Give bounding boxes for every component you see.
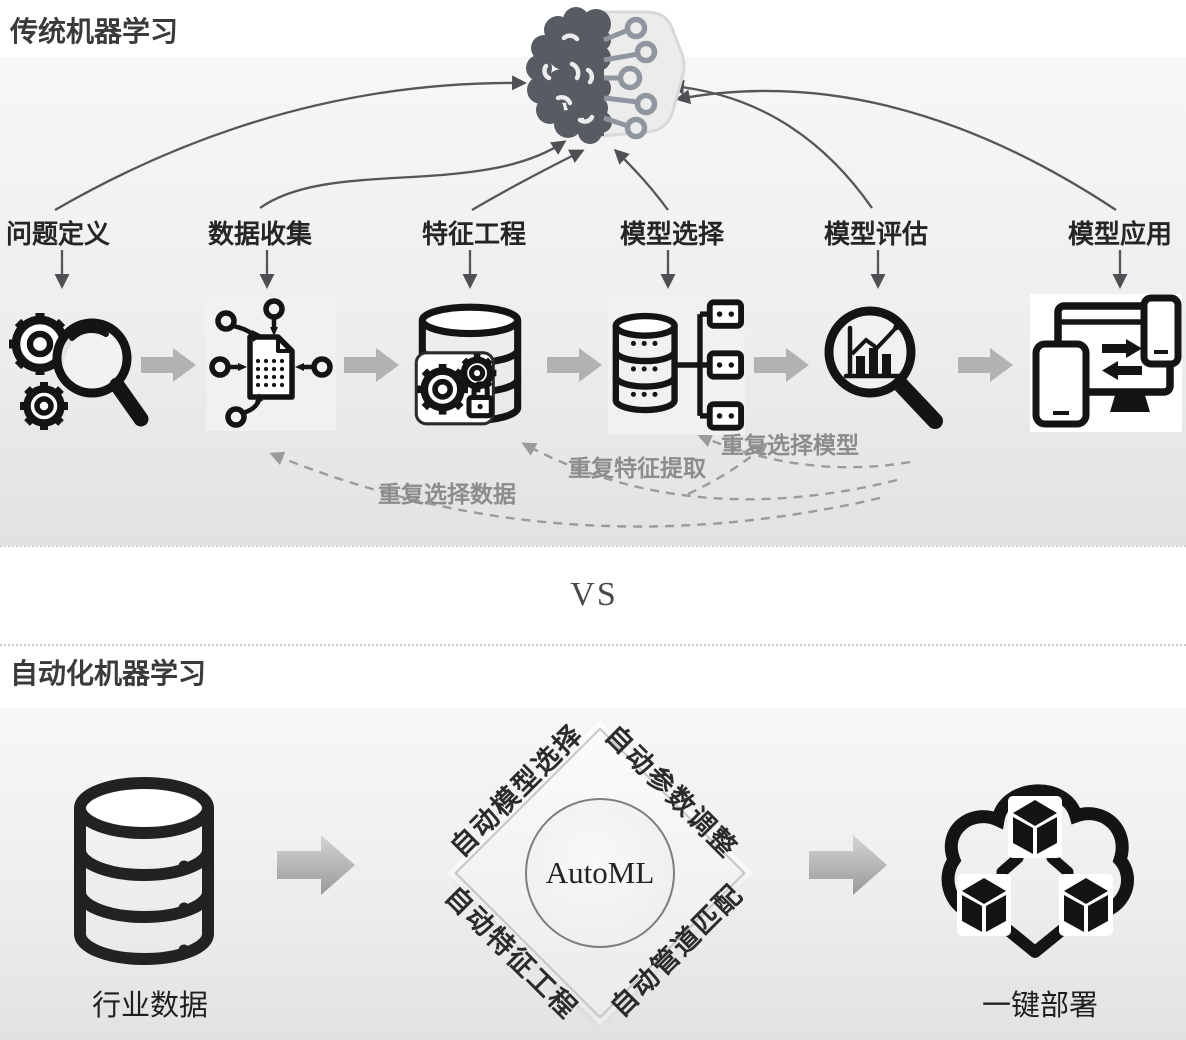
loop-label-feature: 重复特征提取 — [568, 455, 706, 481]
brain-circuit-icon — [526, 7, 686, 144]
automl-title: 自动化机器学习 — [10, 658, 207, 689]
stage-label-model-eval: 模型评估 — [823, 220, 929, 249]
traditional-ml-title: 传统机器学习 — [10, 16, 179, 47]
database-icon — [60, 766, 228, 974]
devices-sync-icon — [1030, 294, 1182, 432]
database-gears-icon — [404, 296, 536, 438]
vs-label: VS — [570, 576, 618, 613]
database-branch-icon — [608, 295, 745, 435]
gears-magnifier-icon — [0, 300, 150, 434]
industry-data-label: 行业数据 — [91, 990, 209, 1022]
magnifier-chart-icon — [812, 296, 948, 436]
loop-label-data: 重复选择数据 — [378, 481, 516, 507]
cloud-cubes-icon — [930, 750, 1140, 968]
automl-label: AutoML — [545, 855, 655, 890]
automl-circle: AutoML — [525, 798, 675, 948]
section-separator — [0, 644, 1186, 646]
loop-label-model: 重复选择模型 — [721, 432, 859, 458]
stage-label-problem: 问题定义 — [5, 220, 111, 249]
stage-label-data: 数据收集 — [207, 220, 313, 249]
stage-label-model-app: 模型应用 — [1067, 220, 1173, 249]
one-click-deploy-label: 一键部署 — [981, 990, 1099, 1022]
document-network-icon — [206, 297, 336, 431]
stage-label-feature: 特征工程 — [421, 220, 527, 249]
stage-label-model-sel: 模型选择 — [619, 220, 725, 249]
